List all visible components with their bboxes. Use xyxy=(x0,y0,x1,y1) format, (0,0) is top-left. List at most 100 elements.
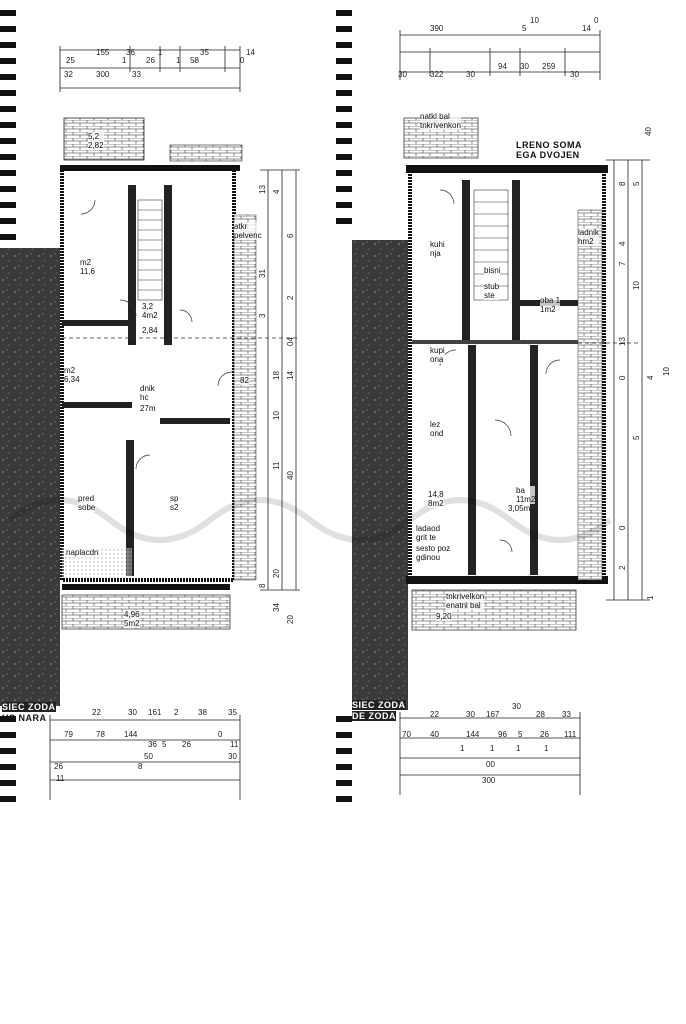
dim: 1 xyxy=(646,595,655,600)
dim: 4 xyxy=(618,241,627,246)
dim: 22 xyxy=(92,708,101,717)
dim: 40 xyxy=(644,127,653,136)
dim: 2 xyxy=(174,708,179,717)
dim: 30 xyxy=(520,62,529,71)
dim: 5 xyxy=(518,730,523,739)
plan-header-line2: EGA DVOJEN xyxy=(516,150,580,160)
dim: 0 xyxy=(240,56,245,65)
dim: 1 xyxy=(516,744,521,753)
dim: 1 xyxy=(158,48,163,57)
dim: 8 xyxy=(618,181,627,186)
dim: 161 xyxy=(148,708,162,717)
dim: 14 xyxy=(286,371,295,380)
right-floor-plan xyxy=(352,30,650,795)
dim: 94 xyxy=(498,62,507,71)
dim: 79 xyxy=(64,730,73,739)
dim: 8 xyxy=(138,762,143,771)
dim: 155 xyxy=(96,48,110,57)
room-label: bisni xyxy=(484,266,501,275)
dim: 0 xyxy=(618,525,627,530)
watermark xyxy=(8,497,612,543)
dim: 28 xyxy=(536,710,545,719)
dim: 6 xyxy=(286,233,295,238)
dim: 0 xyxy=(218,730,223,739)
dim: 20 xyxy=(272,569,281,578)
dim: 18 xyxy=(272,371,281,380)
dim: 1 xyxy=(122,56,127,65)
dim: 11 xyxy=(272,461,281,470)
dim: 390 xyxy=(430,24,444,33)
dim: 35 xyxy=(228,708,237,717)
dim: 5 xyxy=(632,181,641,186)
room-label: 3,05m xyxy=(508,504,531,513)
dim: 36 xyxy=(126,48,135,57)
dim: 4 xyxy=(272,189,281,194)
dim: 13 xyxy=(618,337,627,346)
dim: 31 xyxy=(258,269,267,278)
dim: 13 xyxy=(258,185,267,194)
dim: 36 xyxy=(148,740,157,749)
dim: 14 xyxy=(246,48,255,57)
dim: 10 xyxy=(272,411,281,420)
room-label: 27m xyxy=(140,404,156,413)
dim: 167 xyxy=(486,710,500,719)
dim: 4 xyxy=(646,375,655,380)
dim: 26 xyxy=(182,740,191,749)
dim: 32 xyxy=(64,70,73,79)
dim: 40 xyxy=(430,730,439,739)
dim: 26 xyxy=(540,730,549,739)
dim: 1 xyxy=(460,744,465,753)
dim: 10 xyxy=(632,281,641,290)
room-label: naplacdn xyxy=(66,548,99,557)
dim: 5 xyxy=(162,740,167,749)
dim: 30 xyxy=(466,710,475,719)
dim: 58 xyxy=(190,56,199,65)
dim: 25 xyxy=(66,56,75,65)
dim: 2 xyxy=(286,295,295,300)
bottom-label-2: US NARA xyxy=(2,713,47,723)
dim: 2 xyxy=(618,565,627,570)
dim: 30 xyxy=(570,70,579,79)
dim: 0 xyxy=(618,375,627,380)
dim: 1 xyxy=(176,56,181,65)
dim: 30 xyxy=(512,702,521,711)
dim: 22 xyxy=(430,710,439,719)
plan-header-line1: LRENO SOMA xyxy=(516,140,583,150)
dim: 04 xyxy=(286,337,295,346)
dim: 1 xyxy=(544,744,549,753)
dim: 78 xyxy=(96,730,105,739)
room-label: 2,84 xyxy=(142,326,158,335)
bottom-label-1: SIEC ZODA xyxy=(352,700,406,710)
dim: 5 xyxy=(632,435,641,440)
dim: 11 xyxy=(230,740,239,749)
dim: 20 xyxy=(286,615,295,624)
dim: 5 xyxy=(522,24,527,33)
dim: 144 xyxy=(124,730,138,739)
dim: 8 xyxy=(258,583,267,588)
dim: 40 xyxy=(286,471,295,480)
dim: 7 xyxy=(618,261,627,266)
dim: 3 xyxy=(258,313,267,318)
dim: 50 xyxy=(144,752,153,761)
dim: 00 xyxy=(486,760,495,769)
